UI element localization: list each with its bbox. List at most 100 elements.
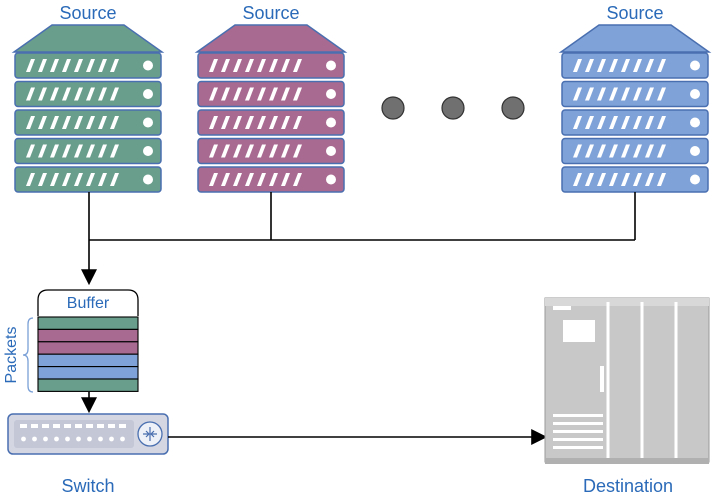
server-vent: [74, 87, 83, 101]
packet: [37, 353, 139, 368]
switch-port: [43, 436, 48, 442]
server-unit: [14, 52, 162, 79]
server-vent: [585, 87, 594, 101]
server-vent: [86, 116, 95, 129]
server-vent: [74, 144, 83, 158]
server-vent: [269, 59, 278, 72]
switch-device: [7, 413, 169, 455]
server-vent: [585, 173, 594, 186]
server-vent: [645, 144, 654, 158]
switch-port: [76, 436, 81, 442]
server-vent: [621, 116, 630, 129]
server-vent: [50, 144, 59, 158]
server-vent: [110, 173, 119, 186]
server-vent: [26, 144, 35, 158]
server-vent: [209, 87, 218, 101]
server-vent: [281, 173, 290, 186]
server-vent: [293, 173, 302, 186]
destination-server-cabinet: [544, 297, 710, 464]
server-vent: [110, 144, 119, 158]
server-vent: [209, 116, 218, 129]
server-vent: [281, 144, 290, 158]
server-vent: [645, 59, 654, 72]
server-vent: [245, 87, 254, 101]
server-vent: [233, 59, 242, 72]
server-vent: [98, 144, 107, 158]
server-vent: [245, 59, 254, 72]
server-vent: [50, 87, 59, 101]
switch-port: [42, 424, 49, 428]
server-vent: [221, 144, 230, 158]
server-vent: [573, 116, 582, 129]
server-vent: [74, 173, 83, 186]
server-vent: [245, 116, 254, 129]
server-led: [326, 60, 336, 71]
packet: [37, 366, 139, 380]
switch-port: [65, 436, 70, 442]
server-vent: [657, 173, 666, 186]
server-vent: [573, 59, 582, 72]
source-label-2: Source: [242, 3, 300, 23]
cabinet-base: [545, 458, 709, 464]
ellipsis-dot: [441, 96, 465, 120]
server-vent: [62, 173, 71, 186]
server-vent: [597, 59, 606, 72]
server-vent: [281, 87, 290, 101]
server-led: [690, 146, 700, 156]
server-vent: [98, 116, 107, 129]
server-vent: [62, 144, 71, 158]
switch-port: [53, 424, 60, 428]
server-vent: [269, 173, 278, 186]
source-server-2: [194, 24, 348, 193]
server-vent: [257, 116, 266, 129]
server-vent: [645, 116, 654, 129]
server-led: [690, 117, 700, 128]
server-vent: [657, 116, 666, 129]
server-vent: [657, 87, 666, 101]
server-vent: [74, 116, 83, 129]
server-vent: [110, 116, 119, 129]
switch-port: [64, 424, 71, 428]
server-vent: [221, 173, 230, 186]
server-unit: [561, 109, 709, 136]
server-vent: [585, 144, 594, 158]
server-vent: [633, 59, 642, 72]
server-vent: [233, 116, 242, 129]
switch-port: [21, 436, 26, 442]
server-vent: [609, 173, 618, 186]
server-unit: [197, 166, 345, 193]
server-vent: [281, 116, 290, 129]
server-vent: [657, 59, 666, 72]
packet: [37, 316, 139, 330]
ellipsis-dots: [381, 96, 525, 120]
server-vent: [621, 173, 630, 186]
buffer-title: Buffer: [66, 295, 110, 312]
server-vent: [38, 59, 47, 72]
server-vent: [621, 144, 630, 158]
switch-port: [32, 436, 37, 442]
server-vent: [609, 59, 618, 72]
switch-port: [109, 436, 114, 442]
server-vent: [245, 144, 254, 158]
buffer-outline: [37, 289, 139, 316]
server-vent: [209, 59, 218, 72]
server-unit: [14, 137, 162, 165]
server-unit: [197, 80, 345, 108]
switch-port: [120, 436, 125, 442]
server-vent: [257, 59, 266, 72]
server-vent: [209, 173, 218, 186]
server-vent: [281, 59, 290, 72]
cabinet-display: [563, 320, 595, 342]
server-unit: [14, 80, 162, 108]
server-vent: [38, 144, 47, 158]
server-led: [143, 146, 153, 156]
source-server-3: [558, 24, 712, 193]
server-vent: [62, 87, 71, 101]
cabinet-top: [545, 298, 709, 306]
cabinet-vents: [553, 414, 603, 449]
server-vent: [585, 59, 594, 72]
switch-port: [54, 436, 59, 442]
server-led: [326, 117, 336, 128]
server-led: [143, 174, 153, 185]
server-vent: [50, 59, 59, 72]
